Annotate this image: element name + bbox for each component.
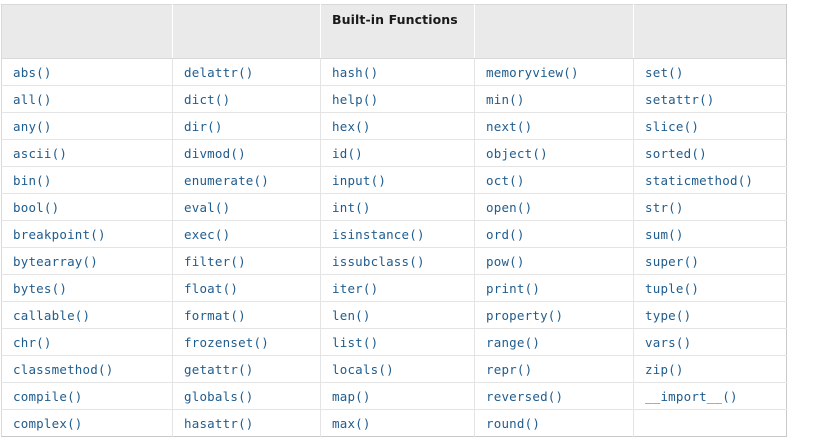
function-name-cell: bool() (1, 193, 173, 221)
column-header-5 (633, 4, 787, 59)
function-name-cell: next() (474, 112, 634, 140)
column-header-2 (172, 4, 321, 59)
function-name-cell: complex() (1, 409, 173, 437)
function-name-cell: format() (172, 301, 321, 329)
column-header-4 (474, 4, 634, 59)
function-name-cell: open() (474, 193, 634, 221)
function-name-cell: classmethod() (1, 355, 173, 383)
table-row: classmethod()getattr()locals()repr()zip(… (1, 355, 787, 383)
function-name-cell: map() (320, 382, 475, 410)
table-row: breakpoint()exec()isinstance()ord()sum() (1, 220, 787, 248)
function-name-cell: print() (474, 274, 634, 302)
function-name-cell: type() (633, 301, 787, 329)
function-name-cell: str() (633, 193, 787, 221)
function-name-cell: float() (172, 274, 321, 302)
function-name-cell: reversed() (474, 382, 634, 410)
function-name-cell: super() (633, 247, 787, 275)
function-name-cell: iter() (320, 274, 475, 302)
table-header: Built-in Functions (1, 4, 787, 59)
function-name-cell: max() (320, 409, 475, 437)
function-name-cell: set() (633, 58, 787, 86)
function-name-cell: callable() (1, 301, 173, 329)
function-name-cell: oct() (474, 166, 634, 194)
table-row: ascii()divmod()id()object()sorted() (1, 139, 787, 167)
function-name-cell: hash() (320, 58, 475, 86)
function-name-cell: tuple() (633, 274, 787, 302)
function-name-cell: compile() (1, 382, 173, 410)
function-name-cell: globals() (172, 382, 321, 410)
column-header-1 (1, 4, 173, 59)
column-header-3-title: Built-in Functions (320, 4, 475, 59)
function-name-cell: ord() (474, 220, 634, 248)
function-name-cell: divmod() (172, 139, 321, 167)
function-name-cell: list() (320, 328, 475, 356)
function-name-cell: breakpoint() (1, 220, 173, 248)
function-name-cell: slice() (633, 112, 787, 140)
function-name-cell: setattr() (633, 85, 787, 113)
function-name-cell: dir() (172, 112, 321, 140)
function-name-cell: object() (474, 139, 634, 167)
function-name-cell: exec() (172, 220, 321, 248)
function-name-cell: ascii() (1, 139, 173, 167)
function-name-cell: property() (474, 301, 634, 329)
function-name-cell: dict() (172, 85, 321, 113)
function-name-cell: min() (474, 85, 634, 113)
table-row: bool()eval()int()open()str() (1, 193, 787, 221)
function-name-cell: hex() (320, 112, 475, 140)
table-body: abs()delattr()hash()memoryview()set()all… (1, 58, 787, 437)
table-row: bin()enumerate()input()oct()staticmethod… (1, 166, 787, 194)
function-name-cell: id() (320, 139, 475, 167)
function-name-cell: int() (320, 193, 475, 221)
function-name-cell: repr() (474, 355, 634, 383)
function-name-cell: len() (320, 301, 475, 329)
function-name-cell: memoryview() (474, 58, 634, 86)
table-row: bytes()float()iter()print()tuple() (1, 274, 787, 302)
function-name-cell: round() (474, 409, 634, 437)
table-row: abs()delattr()hash()memoryview()set() (1, 58, 787, 86)
function-name-cell: sorted() (633, 139, 787, 167)
table-row: callable()format()len()property()type() (1, 301, 787, 329)
function-name-cell: hasattr() (172, 409, 321, 437)
function-name-cell: staticmethod() (633, 166, 787, 194)
table-row: bytearray()filter()issubclass()pow()supe… (1, 247, 787, 275)
function-name-cell: abs() (1, 58, 173, 86)
function-name-cell: getattr() (172, 355, 321, 383)
function-name-cell: all() (1, 85, 173, 113)
function-name-cell: help() (320, 85, 475, 113)
function-name-cell: chr() (1, 328, 173, 356)
function-name-cell: bin() (1, 166, 173, 194)
function-name-cell: issubclass() (320, 247, 475, 275)
function-name-cell: bytearray() (1, 247, 173, 275)
empty-cell (634, 410, 787, 437)
table-row: any()dir()hex()next()slice() (1, 112, 787, 140)
function-name-cell: delattr() (172, 58, 321, 86)
function-name-cell: bytes() (1, 274, 173, 302)
function-name-cell: sum() (633, 220, 787, 248)
function-name-cell: __import__() (633, 382, 787, 410)
builtin-functions-table: Built-in Functions abs()delattr()hash()m… (1, 4, 787, 437)
table-row: chr()frozenset()list()range()vars() (1, 328, 787, 356)
function-name-cell: range() (474, 328, 634, 356)
function-name-cell: input() (320, 166, 475, 194)
function-name-cell: filter() (172, 247, 321, 275)
table-row: compile()globals()map()reversed()__impor… (1, 382, 787, 410)
function-name-cell: pow() (474, 247, 634, 275)
function-name-cell: eval() (172, 193, 321, 221)
function-name-cell: locals() (320, 355, 475, 383)
function-name-cell: vars() (633, 328, 787, 356)
table-row: all()dict()help()min()setattr() (1, 85, 787, 113)
function-name-cell: enumerate() (172, 166, 321, 194)
function-name-cell: frozenset() (172, 328, 321, 356)
function-name-cell: any() (1, 112, 173, 140)
table-row: complex()hasattr()max()round() (1, 409, 787, 437)
table-header-row: Built-in Functions (1, 4, 787, 59)
function-name-cell: isinstance() (320, 220, 475, 248)
function-name-cell: zip() (633, 355, 787, 383)
